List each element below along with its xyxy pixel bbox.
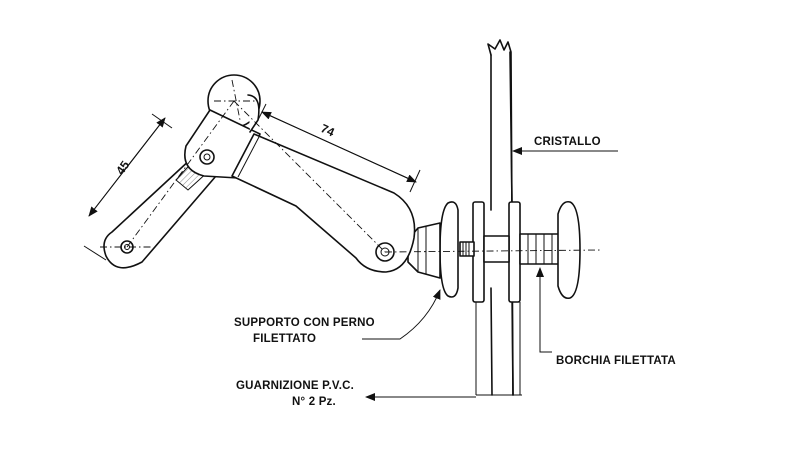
dimension-74: 74 xyxy=(257,103,421,193)
through-bolt xyxy=(459,235,510,263)
glass-panel xyxy=(476,39,522,396)
label-borchia: BORCHIA FILETTATA xyxy=(556,355,676,367)
threaded-boss xyxy=(519,200,581,300)
label-guarnizione-line2: N° 2 Pz. xyxy=(292,396,336,408)
label-guarnizione-line1: GUARNIZIONE P.V.C. xyxy=(236,380,354,392)
leaders xyxy=(362,147,618,401)
label-supporto-line1: SUPPORTO CON PERNO xyxy=(234,317,375,329)
articulated-arm xyxy=(103,74,416,273)
dim-45-label: 45 xyxy=(113,158,132,177)
dim-74-label: 74 xyxy=(319,121,337,139)
label-cristallo: CRISTALLO xyxy=(534,136,601,148)
support-mount xyxy=(407,201,459,298)
center-lines xyxy=(100,79,601,253)
label-supporto-line2: FILETTATO xyxy=(253,333,316,345)
